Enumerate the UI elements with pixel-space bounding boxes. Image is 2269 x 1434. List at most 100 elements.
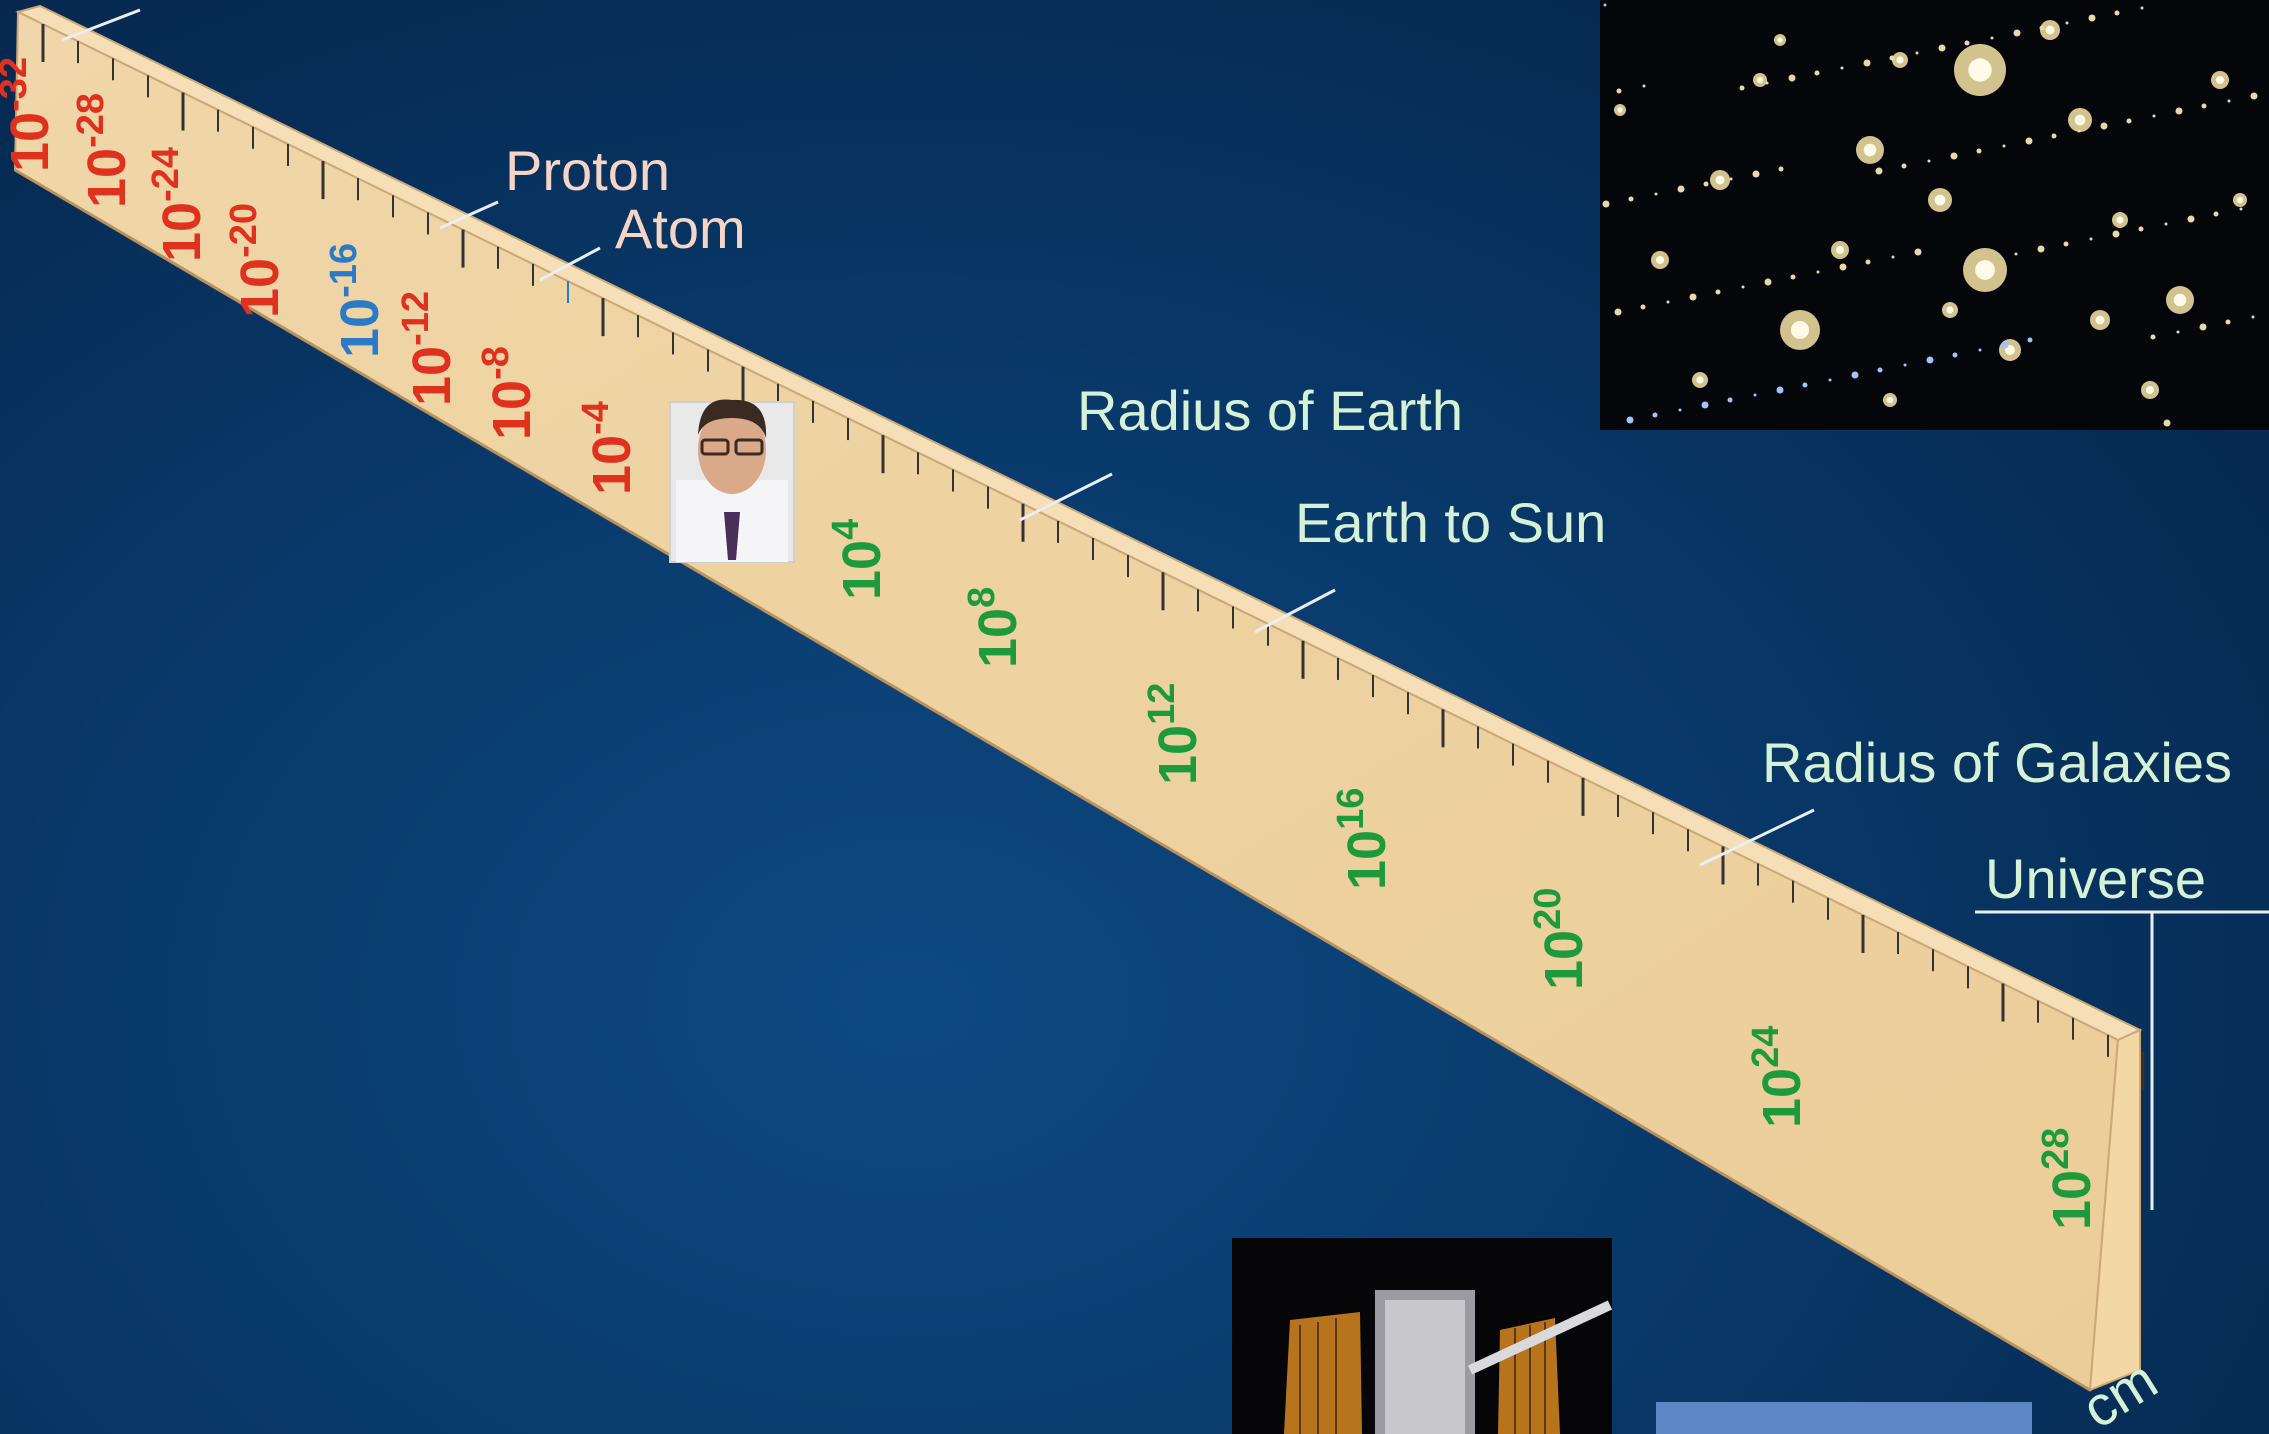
exponent-label-green: 1028 xyxy=(2035,1128,2102,1230)
star-dot xyxy=(1715,289,1721,295)
galaxy-core xyxy=(1777,37,1783,43)
star-dot xyxy=(2013,29,2021,37)
star-dot xyxy=(1776,386,1784,394)
star-dot xyxy=(2037,245,2045,253)
galaxy-core xyxy=(1863,143,1877,157)
galaxy-core xyxy=(2173,293,2187,307)
star-dot xyxy=(2126,118,2132,124)
exponent-label-red: 10-20 xyxy=(223,203,290,318)
exponent-label-red: 10-28 xyxy=(70,93,137,208)
exponent-label-red: 10-32 xyxy=(0,57,60,172)
galaxy-core xyxy=(1617,107,1623,113)
label-atom: Atom xyxy=(615,197,746,260)
star-dot xyxy=(2213,211,2219,217)
star-dot xyxy=(1863,59,1871,67)
ruler-exponent-labels: 10-3210-2810-2410-2010-1210-810-410-1610… xyxy=(0,57,2102,1230)
star-dot xyxy=(1926,356,1934,364)
star-dot xyxy=(1729,177,1733,181)
exponent-label-green: 1024 xyxy=(1745,1026,1812,1128)
ruler-bottom-edge xyxy=(14,168,2091,1392)
star-dot xyxy=(1640,304,1646,310)
star-dot xyxy=(2176,330,2180,334)
star-dot xyxy=(1788,74,1796,82)
pointer-radius-earth xyxy=(1019,472,1113,522)
star-dot xyxy=(1950,152,1958,160)
label-earth-to-sun: Earth to Sun xyxy=(1295,491,1606,554)
exponent-text: 10-16 xyxy=(323,243,390,358)
star-dot xyxy=(1927,159,1931,163)
star-dot xyxy=(2014,252,2018,256)
star-dot xyxy=(1790,274,1796,280)
star-dot xyxy=(2163,419,2171,427)
label-radius-of-galaxies: Radius of Galaxies xyxy=(1762,731,2232,794)
star-dot xyxy=(2227,99,2231,103)
star-dot xyxy=(2088,14,2096,22)
star-dot xyxy=(1952,352,1958,358)
star-dot xyxy=(2114,10,2120,16)
star-dot xyxy=(2250,92,2258,100)
star-dot xyxy=(1875,167,1883,175)
star-dot xyxy=(1628,196,1634,202)
star-dot xyxy=(1814,70,1820,76)
pointer-top-left xyxy=(61,8,141,42)
star-dot xyxy=(2100,122,2108,130)
star-dot xyxy=(1839,263,1847,271)
star-dot xyxy=(1741,285,1745,289)
star-dot xyxy=(2150,334,2156,340)
exponent-label-green: 1016 xyxy=(1330,788,1397,890)
person-portrait-photo xyxy=(669,399,795,563)
exponent-label-green: 104 xyxy=(825,519,892,600)
ruler: 10-3210-2810-2410-2010-1210-810-410-1610… xyxy=(0,4,2145,1392)
star-dot xyxy=(1614,308,1622,316)
star-dot xyxy=(1915,51,1919,55)
exponent-label-blue: 10-16 xyxy=(323,243,390,358)
star-dot xyxy=(2152,114,2156,118)
star-dot xyxy=(1727,397,1733,403)
star-dot xyxy=(1889,55,1895,61)
star-dot xyxy=(1677,185,1685,193)
star-dot xyxy=(1739,85,1745,91)
exponent-label-green: 1012 xyxy=(1141,683,1208,785)
star-dot xyxy=(1828,378,1832,382)
star-dot xyxy=(1891,255,1895,259)
star-dot xyxy=(2239,207,2243,211)
exponent-label-red: 10-4 xyxy=(575,401,642,495)
star-dot xyxy=(2138,226,2144,232)
star-dot xyxy=(1666,300,1670,304)
star-dot xyxy=(1901,163,1907,169)
star-dot xyxy=(1626,416,1634,424)
galaxy-core xyxy=(1946,306,1954,314)
exponent-text: 10-4 xyxy=(575,401,642,495)
star-dot xyxy=(2225,319,2231,325)
sky-photo xyxy=(1656,1402,2032,1434)
star-dot xyxy=(2051,133,2057,139)
ruler-end xyxy=(2088,1028,2141,1392)
galaxy-cluster-photo xyxy=(1600,0,2269,430)
galaxy-core xyxy=(2236,196,2244,204)
star-dot xyxy=(1964,40,1970,46)
star-dot xyxy=(1654,192,1658,196)
star-dot xyxy=(1816,270,1820,274)
exponent-text: 10-28 xyxy=(70,93,137,208)
galaxy-core xyxy=(1968,58,1992,82)
exponent-text: 10-32 xyxy=(0,57,60,172)
label-proton: Proton xyxy=(505,139,670,202)
star-dot xyxy=(1851,371,1859,379)
galaxy-core xyxy=(2095,315,2105,325)
exponent-text: 1024 xyxy=(1745,1026,1812,1128)
star-dot xyxy=(2039,25,2045,31)
pointer-earth-sun xyxy=(1254,588,1336,634)
star-dot xyxy=(1865,259,1871,265)
star-dot xyxy=(2164,222,2168,226)
star-dot xyxy=(1689,293,1697,301)
star-dot xyxy=(2065,21,2069,25)
galaxy-core xyxy=(1886,396,1894,404)
galaxy-core xyxy=(1756,76,1764,84)
ruler-ticks xyxy=(41,24,2145,1090)
exponent-text: 1012 xyxy=(1141,683,1208,785)
star-dot xyxy=(1978,348,1982,352)
star-dot xyxy=(2077,129,2081,133)
star-dot xyxy=(2025,137,2033,145)
pointer-atom xyxy=(539,246,601,282)
exponent-label-green: 108 xyxy=(961,587,1028,668)
